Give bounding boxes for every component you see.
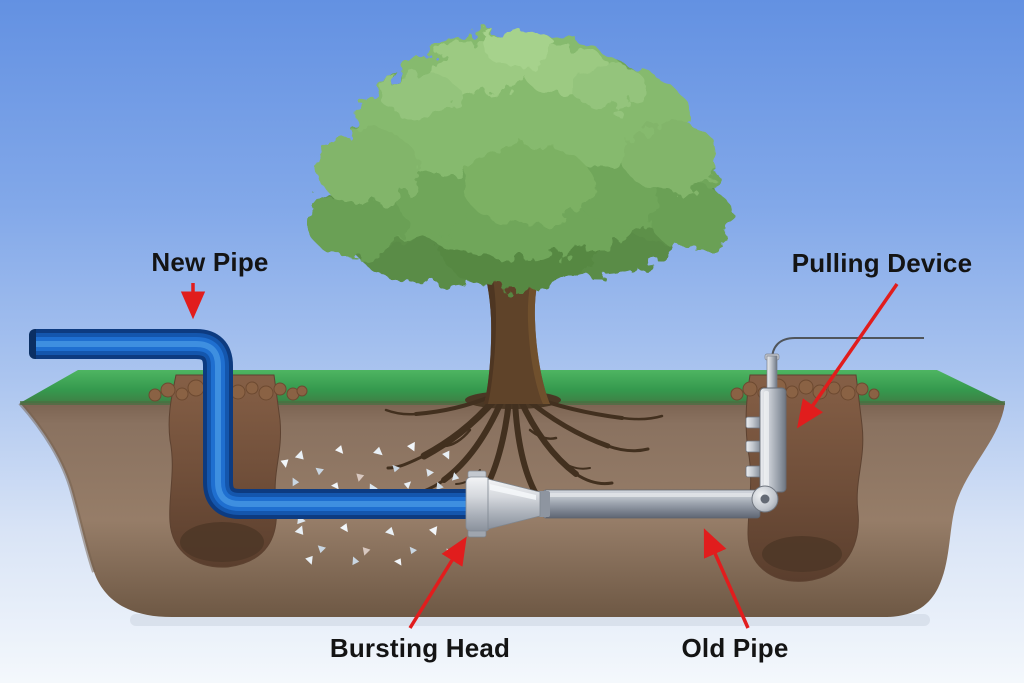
pulling-device-label: Pulling Device xyxy=(791,248,973,278)
soil-left-edge xyxy=(18,401,96,573)
pulling-device-arrow xyxy=(797,283,899,429)
new-pipe-label: New Pipe xyxy=(151,247,269,277)
pulling-device-shape xyxy=(745,337,924,513)
bursting-head-shape xyxy=(465,470,550,538)
new-pipe-shape xyxy=(29,329,472,519)
bursting-head-label: Bursting Head xyxy=(329,633,511,663)
tree xyxy=(307,28,734,404)
callout-arrows xyxy=(180,283,899,629)
old-pipe-arrow xyxy=(703,528,750,629)
tree-canopy xyxy=(307,28,734,290)
old-pipe-label: Old Pipe xyxy=(681,633,789,663)
bursting-head-arrow xyxy=(408,536,467,629)
old-pipe-shape xyxy=(541,489,761,519)
